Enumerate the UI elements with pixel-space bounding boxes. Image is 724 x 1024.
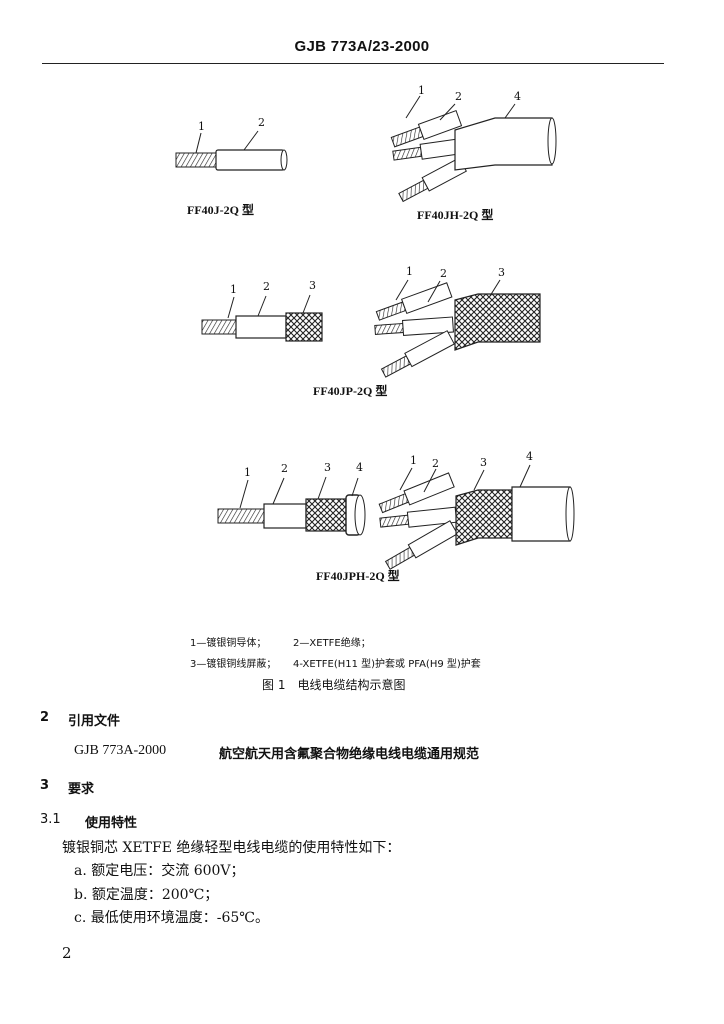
ff40jh-label-4: 4	[514, 90, 521, 103]
ff40jph-triple-label-4: 4	[526, 450, 533, 463]
legend-item-4: 4-XETFE(H11 型)护套或 PFA(H9 型)护套	[293, 659, 481, 670]
ff40jp-single-cable-diagram	[201, 294, 323, 342]
usage-item-b: b. 额定温度：200℃；	[74, 887, 219, 903]
section-3-1-title: 使用特性	[85, 816, 138, 831]
ff40jp-triple-label-3: 3	[498, 266, 505, 279]
ff40jp-single-label-2: 2	[263, 280, 270, 293]
ff40j-label-2: 2	[258, 116, 265, 129]
ff40jph-triple-label-3: 3	[480, 456, 487, 469]
usage-item-a: a. 额定电压：交流 600V；	[74, 863, 245, 879]
ff40jph-single-label-3: 3	[324, 461, 331, 474]
ff40j-caption: FF40J-2Q 型	[187, 203, 254, 217]
ff40jp-caption: FF40JP-2Q 型	[313, 384, 388, 398]
ff40jp-single-label-1: 1	[230, 283, 237, 296]
section-3-title: 要求	[68, 782, 95, 797]
ff40jph-triple-cable-diagram	[378, 464, 575, 570]
ff40jph-single-label-4: 4	[356, 461, 363, 474]
section-2-number: 2	[40, 710, 50, 725]
section-3-number: 3	[40, 778, 50, 793]
page-number: 2	[62, 944, 72, 962]
reference-title: 航空航天用含氟聚合物绝缘电线电缆通用规范	[219, 747, 480, 762]
ff40jp-triple-cable-diagram	[374, 279, 541, 378]
ff40jph-caption: FF40JPH-2Q 型	[316, 569, 400, 583]
reference-code: GJB 773A-2000	[74, 743, 167, 758]
ff40jph-single-cable-diagram	[217, 476, 366, 536]
ff40j-cable-diagram	[175, 130, 288, 171]
section-3-1-number: 3.1	[40, 812, 61, 827]
figure-title: 图 1 电线电缆结构示意图	[262, 678, 406, 692]
ff40jph-triple-label-1: 1	[410, 454, 417, 467]
ff40j-label-1: 1	[198, 120, 205, 133]
legend-item-1: 1—镀银铜导体；	[190, 638, 267, 649]
ff40jh-label-2: 2	[455, 90, 462, 103]
ff40jp-single-label-3: 3	[309, 279, 316, 292]
usage-intro: 镀银铜芯 XETFE 绝缘轻型电线电缆的使用特性如下：	[62, 840, 401, 856]
legend-item-3: 3—镀银铜线屏蔽；	[190, 659, 277, 670]
cable-structure-figure	[175, 95, 575, 570]
ff40jh-label-1: 1	[418, 84, 425, 97]
usage-item-c: c. 最低使用环境温度：-65℃。	[74, 910, 269, 926]
ff40jph-single-label-2: 2	[281, 462, 288, 475]
document-header: GJB 773A/23-2000	[294, 38, 430, 55]
ff40jp-triple-label-1: 1	[406, 265, 413, 278]
ff40jph-single-label-1: 1	[244, 466, 251, 479]
legend-item-2: 2—XETFE绝缘；	[293, 638, 371, 649]
ff40jph-triple-label-2: 2	[432, 457, 439, 470]
ff40jh-cable-diagram	[390, 95, 557, 203]
header-rule	[42, 63, 664, 64]
ff40jh-caption: FF40JH-2Q 型	[417, 208, 494, 222]
section-2-title: 引用文件	[68, 714, 121, 729]
ff40jp-triple-label-2: 2	[440, 267, 447, 280]
